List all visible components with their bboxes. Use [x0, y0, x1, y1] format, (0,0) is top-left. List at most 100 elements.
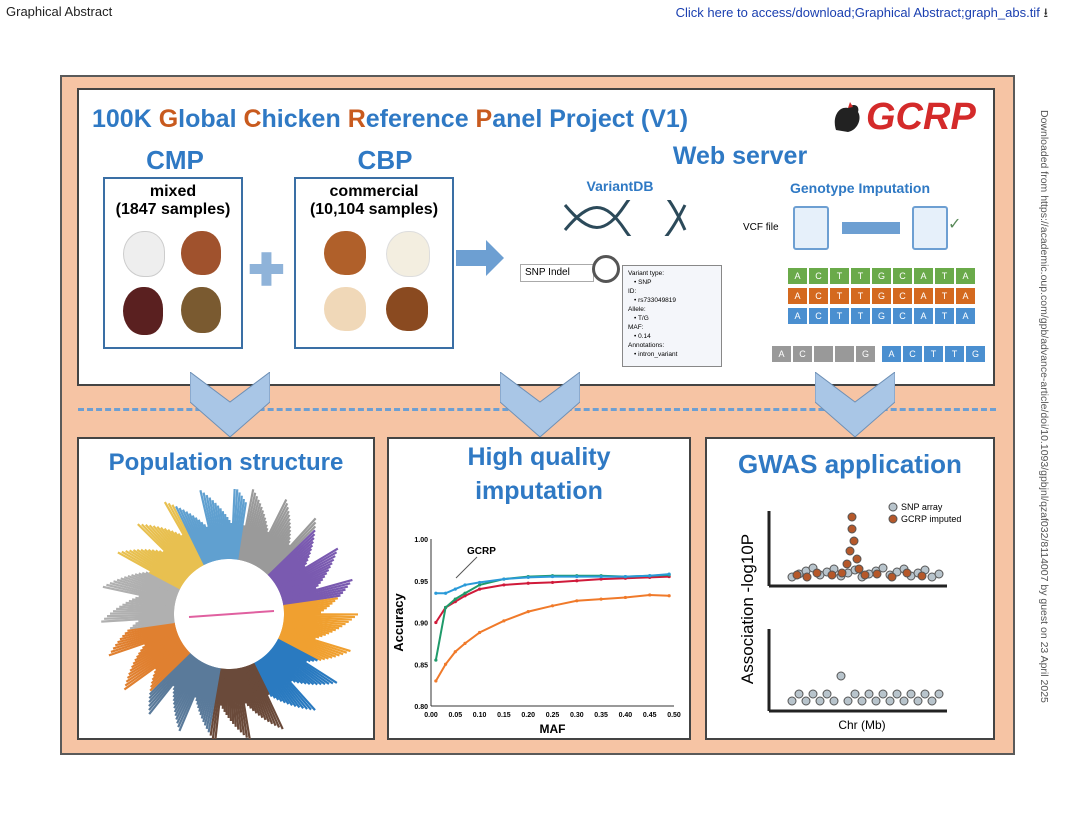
variant-info-line: • T/G	[634, 315, 649, 322]
snp-point	[934, 569, 944, 579]
tree-branch	[197, 519, 214, 562]
base-cell: C	[893, 308, 912, 324]
tree-branch	[149, 651, 191, 692]
tree-branch	[259, 658, 293, 706]
tree-branch	[137, 523, 191, 577]
tree-branch	[279, 575, 326, 595]
data-point	[575, 579, 579, 583]
chicken-image	[181, 231, 221, 275]
download-link[interactable]: Click here to access/download;Graphical …	[676, 4, 1048, 26]
base-cell: C	[893, 288, 912, 304]
tree-branch	[131, 574, 179, 595]
tree-branch	[245, 665, 267, 721]
tree-branch	[200, 521, 215, 562]
snp-point	[864, 689, 874, 699]
tree-branch	[251, 531, 270, 565]
chicken-image	[324, 231, 366, 275]
tree-branch	[135, 618, 175, 625]
data-point	[667, 572, 671, 576]
data-point	[648, 574, 652, 578]
tree-branch	[233, 495, 243, 560]
tree-branch	[283, 622, 333, 633]
tree-branch	[141, 523, 192, 576]
tree-branch	[154, 646, 186, 671]
tree-branch	[238, 667, 247, 704]
tree-branch	[262, 536, 291, 572]
tree-branch	[148, 652, 192, 696]
snp-point	[920, 689, 930, 699]
snp-point	[934, 689, 944, 699]
snp-point	[794, 689, 804, 699]
tree-branch	[283, 597, 339, 608]
t: hicken	[261, 105, 348, 133]
tree-branch	[104, 615, 175, 620]
t: 100K	[92, 105, 159, 133]
base-cell: T	[935, 308, 954, 324]
tree-branch	[180, 534, 202, 568]
download-link-text[interactable]: Click here to access/download;Graphical …	[675, 5, 1040, 20]
tree-branch	[123, 576, 178, 597]
download-icon[interactable]: ⭳	[1043, 5, 1048, 20]
tree-branch	[175, 505, 206, 566]
base-cell: C	[903, 346, 922, 362]
y-tick-label: 1.00	[414, 537, 428, 544]
t: anel Project (V1)	[492, 105, 689, 133]
legend-marker	[888, 502, 898, 512]
base-cell: A	[956, 308, 975, 324]
base-cell: T	[851, 308, 870, 324]
tree-branch	[269, 537, 315, 579]
chevron-down-icon	[815, 372, 895, 438]
tree-branch	[200, 666, 217, 719]
tree-branch	[219, 668, 226, 706]
x-tick-label: 0.05	[448, 712, 462, 719]
tree-branch	[177, 533, 201, 569]
snp-point	[913, 696, 923, 706]
chicken-image	[181, 287, 221, 333]
tree-branch	[174, 531, 200, 569]
tree-branch	[162, 550, 190, 578]
tree-branch	[257, 518, 291, 569]
tree-branch	[283, 617, 346, 626]
population-title: Population structure	[108, 449, 344, 476]
tree-branch	[270, 540, 314, 580]
tree-branch	[167, 529, 198, 571]
annotation-arrow	[455, 556, 478, 579]
tree-branch	[148, 654, 193, 703]
data-point	[599, 577, 603, 581]
cbp-samples: (10,104 samples)	[309, 201, 439, 218]
tree-branch	[278, 568, 330, 593]
series-line-orange	[434, 593, 670, 682]
tree-branch	[283, 602, 333, 610]
data-point	[623, 574, 627, 579]
tree-branch	[140, 548, 186, 583]
gcrp-point	[917, 571, 927, 581]
tree-branch	[244, 506, 263, 562]
tree-branch	[119, 605, 175, 612]
tree-branch	[258, 659, 290, 705]
tree-branch	[128, 599, 175, 609]
tree-branch	[262, 656, 305, 709]
tree-branch	[271, 647, 319, 686]
base-cell: T	[935, 268, 954, 284]
tree-branch	[135, 596, 175, 606]
tree-branch	[132, 619, 175, 627]
tree-branch	[260, 529, 292, 571]
tree-branch	[125, 643, 184, 683]
data-point	[623, 595, 627, 600]
tree-branch	[124, 623, 176, 635]
tree-branch	[138, 617, 175, 623]
data-point	[443, 591, 448, 595]
base-cell: T	[851, 288, 870, 304]
tree-branch	[219, 508, 226, 560]
tree-branch	[283, 594, 341, 607]
base-cell	[835, 346, 854, 362]
variant-search-input[interactable]: SNP Indel	[520, 264, 594, 282]
base-cell: G	[872, 308, 891, 324]
tree-branch	[276, 639, 315, 662]
data-point	[478, 630, 482, 635]
tree-branch	[121, 550, 183, 588]
tree-branch	[257, 659, 286, 704]
data-point	[502, 583, 506, 587]
